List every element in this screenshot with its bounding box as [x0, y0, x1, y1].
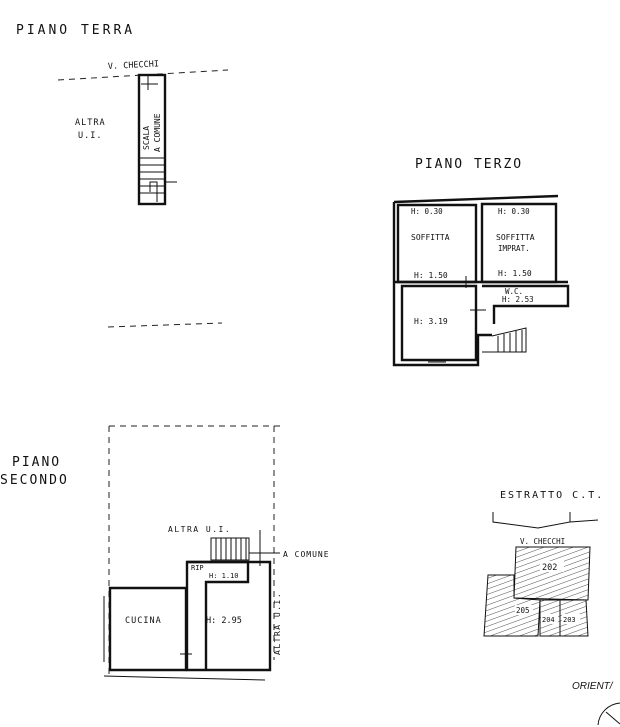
scala-label-1: SCALA	[142, 126, 151, 150]
stair-newel	[149, 181, 158, 202]
room-lower	[400, 284, 478, 362]
parcel-label: 205	[516, 606, 530, 615]
stair-secondo	[210, 530, 280, 566]
parcel-204-label-bg	[541, 614, 558, 624]
orientation: ORIENT/	[572, 681, 620, 726]
left-height-top: H: 0.30	[411, 207, 443, 216]
piano-terzo-plan: PIANO TERZO H: 0.30 SOFFITTA H: 1.50 H: …	[392, 157, 570, 367]
piano-secondo-plan: PIANO SECONDO ALTRA U.I. A COMUNE RIP H:…	[0, 425, 330, 681]
scala-label-2: A COMUNE	[153, 113, 162, 152]
rip-label: RIP	[191, 564, 204, 572]
room-height: H: 2.95	[206, 616, 242, 626]
altra-ui-label: U.I.	[78, 131, 102, 141]
orientation-label: ORIENT/	[572, 681, 614, 692]
parcel-205-label-bg	[515, 605, 533, 615]
parcel-label: 204	[542, 616, 555, 624]
piano-terzo-title: PIANO TERZO	[415, 157, 523, 172]
lower-room-height: H: 3.19	[414, 317, 448, 326]
boundary-line	[108, 425, 280, 676]
estratto-ct: ESTRATTO C.T. V. CHECCHI 202 205 204 203	[483, 490, 604, 637]
attic-left	[396, 203, 478, 284]
estratto-street: V. CHECCHI	[520, 537, 565, 546]
parcel-label: 202	[542, 563, 557, 573]
right-height-top: H: 0.30	[498, 207, 530, 216]
parcel-202	[513, 546, 591, 601]
rip-height: H: 1.10	[209, 572, 239, 580]
street-name-terra: V. CHECCHI	[108, 59, 160, 72]
stair-terzo	[482, 327, 527, 353]
wc-label: W.C.	[505, 287, 523, 296]
piano-terra-title: PIANO TERRA	[16, 23, 135, 38]
wc-height: H: 2.53	[502, 295, 534, 304]
wc-room	[482, 284, 570, 324]
altra-ui-label: ALTRA	[75, 118, 106, 128]
cut-stub	[103, 675, 266, 681]
right-height-bottom: H: 1.50	[498, 269, 532, 278]
right-room-label: IMPRAT.	[498, 244, 530, 253]
cut-line	[107, 322, 223, 328]
estratto-title: ESTRATTO C.T.	[500, 490, 604, 501]
left-height-bottom: H: 1.50	[414, 271, 448, 280]
parcel-202-label-bg	[540, 561, 564, 572]
left-room-label: SOFFITTA	[411, 233, 450, 242]
piano-secondo-title: PIANO	[12, 455, 61, 470]
parcel-203-label-bg	[562, 614, 580, 624]
right-room-label: SOFFITTA	[496, 233, 535, 242]
rip-room	[187, 560, 250, 670]
piano-secondo-title: SECONDO	[0, 473, 69, 488]
street-bracket	[492, 512, 599, 529]
altra-ui-top: ALTRA U.I.	[168, 525, 231, 534]
compass-icon	[597, 702, 620, 726]
cucina-label: CUCINA	[125, 616, 162, 626]
parcel-label: 203	[563, 616, 576, 624]
piano-terra-plan: PIANO TERRA V. CHECCHI SCALA A COMUNE AL…	[16, 23, 229, 328]
attic-right	[480, 202, 558, 284]
cucina-room	[108, 586, 188, 672]
a-comune-label: A COMUNE	[283, 550, 330, 559]
altra-ui-side: ALTRA U.I.	[273, 592, 282, 655]
stair-block-terra	[137, 73, 167, 206]
